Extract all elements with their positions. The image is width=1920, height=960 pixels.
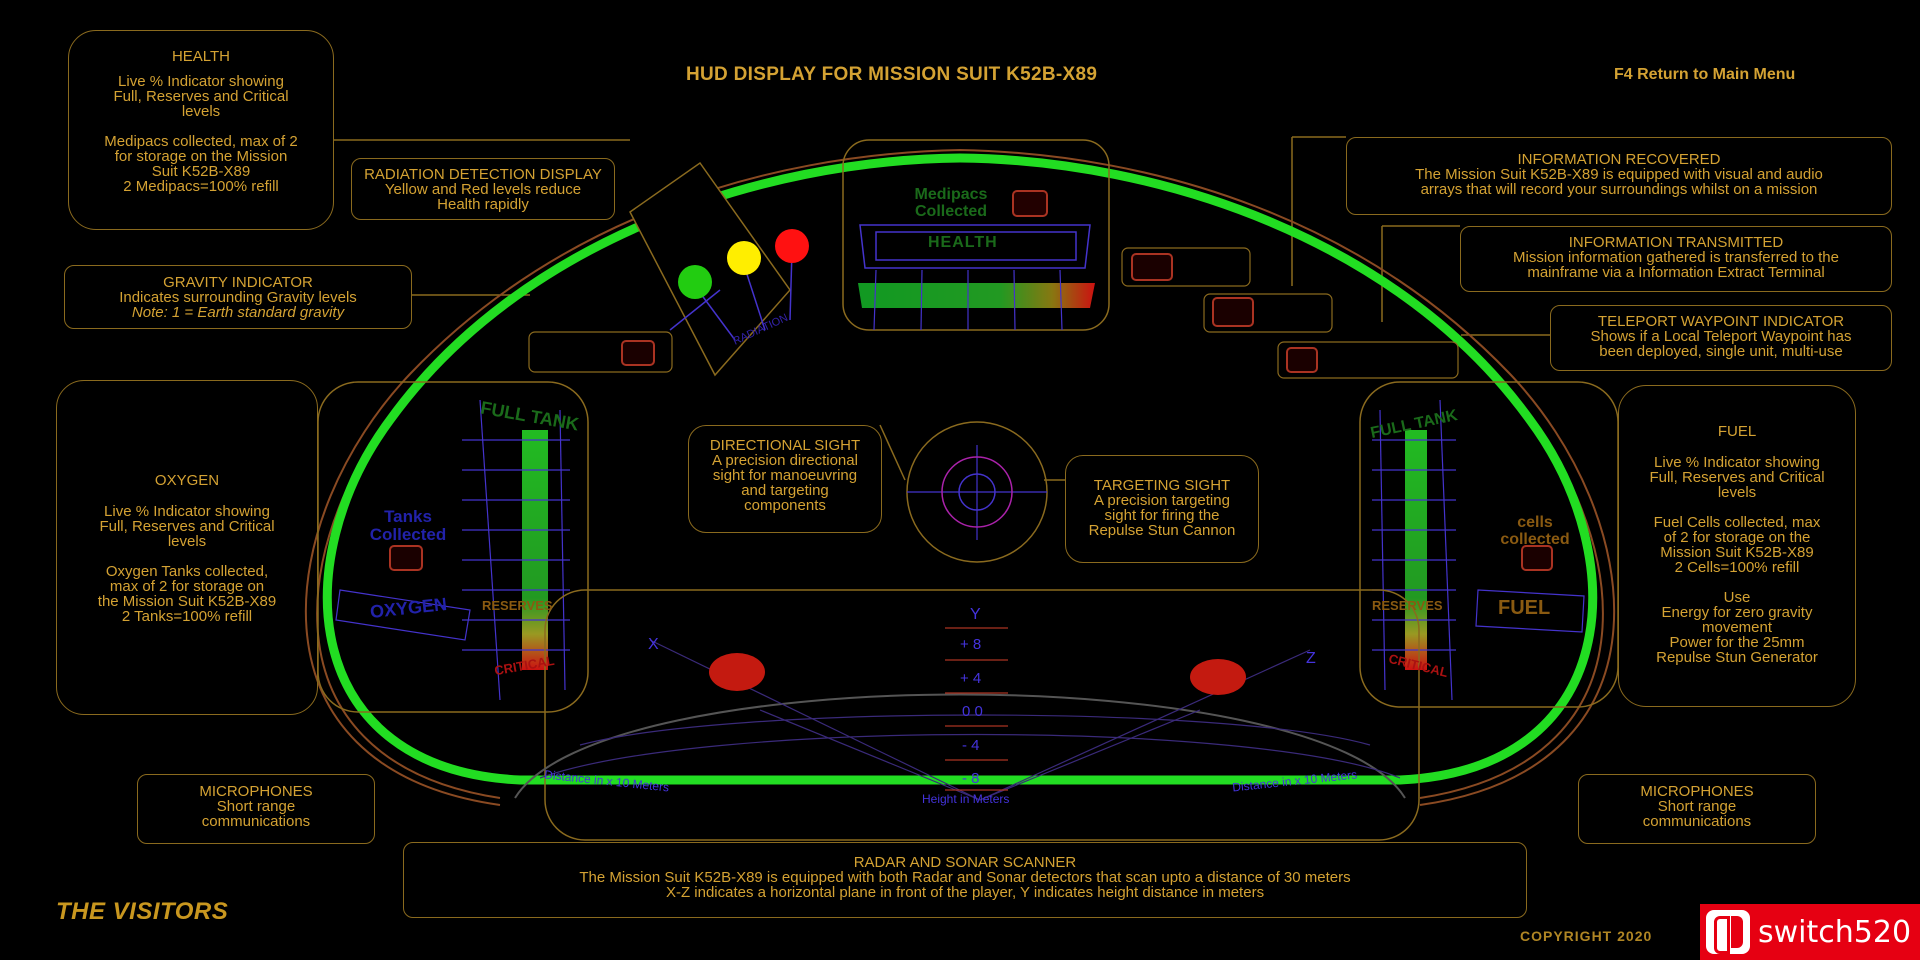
directional-sight-panel: DIRECTIONAL SIGHT A precision directiona… bbox=[688, 425, 882, 533]
fuel-info-panel: FUEL Live % Indicator showing Full, Rese… bbox=[1618, 385, 1856, 707]
radar-axis-y: Y bbox=[970, 606, 981, 623]
radar-tick-label: + 8 bbox=[960, 636, 982, 653]
oxygen-info-panel: OXYGEN Live % Indicator showing Full, Re… bbox=[56, 380, 318, 715]
health-bar-label: HEALTH bbox=[928, 234, 998, 251]
info-transmitted-panel: INFORMATION TRANSMITTED Mission informat… bbox=[1460, 226, 1892, 292]
tanks-collected-label: Tanks Collected bbox=[369, 507, 447, 544]
oxygen-reserves-label: RESERVES bbox=[482, 598, 553, 613]
brand-logo: THE VISITORS bbox=[56, 898, 229, 925]
fuel-gauge-label: FUEL bbox=[1498, 597, 1551, 619]
gravity-info-panel: GRAVITY INDICATOR Indicates surrounding … bbox=[64, 265, 412, 329]
copyright: COPYRIGHT 2020 bbox=[1520, 928, 1653, 944]
radar-info-panel: RADAR AND SONAR SCANNER The Mission Suit… bbox=[403, 842, 1527, 918]
radar-tick-label: - 4 bbox=[962, 737, 980, 754]
height-label: Height in Meters bbox=[922, 792, 1010, 806]
health-info-panel: HEALTH Live % Indicator showing Full, Re… bbox=[68, 30, 334, 230]
radar-axis-x: X bbox=[648, 636, 659, 653]
radar-tick-label: - 8 bbox=[962, 770, 980, 787]
switch-logo-icon bbox=[1706, 910, 1750, 954]
radar-axis-z: Z bbox=[1306, 650, 1316, 667]
targeting-sight-panel: TARGETING SIGHT A precision targeting si… bbox=[1065, 455, 1259, 563]
radiation-info-panel: RADIATION DETECTION DISPLAY Yellow and R… bbox=[351, 158, 615, 220]
radar-tick-label: 0 0 bbox=[962, 703, 983, 720]
return-main-menu-link[interactable]: F4 Return to Main Menu bbox=[1614, 66, 1796, 83]
info-recovered-panel: INFORMATION RECOVERED The Mission Suit K… bbox=[1346, 137, 1892, 215]
medipacs-collected-label: Medipacs Collected bbox=[914, 186, 988, 220]
page-title: HUD DISPLAY FOR MISSION SUIT K52B-X89 bbox=[686, 64, 1098, 85]
fuel-reserves-label: RESERVES bbox=[1372, 598, 1443, 613]
cells-collected-label: cells collected bbox=[1500, 514, 1570, 548]
radar-tick-label: + 4 bbox=[960, 670, 982, 687]
watermark-badge: switch520 bbox=[1700, 904, 1920, 960]
visor-ring bbox=[322, 153, 1598, 785]
microphones-right-panel: MICROPHONES Short range communications bbox=[1578, 774, 1816, 844]
teleport-info-panel: TELEPORT WAYPOINT INDICATOR Shows if a L… bbox=[1550, 305, 1892, 371]
microphones-left-panel: MICROPHONES Short range communications bbox=[137, 774, 375, 844]
